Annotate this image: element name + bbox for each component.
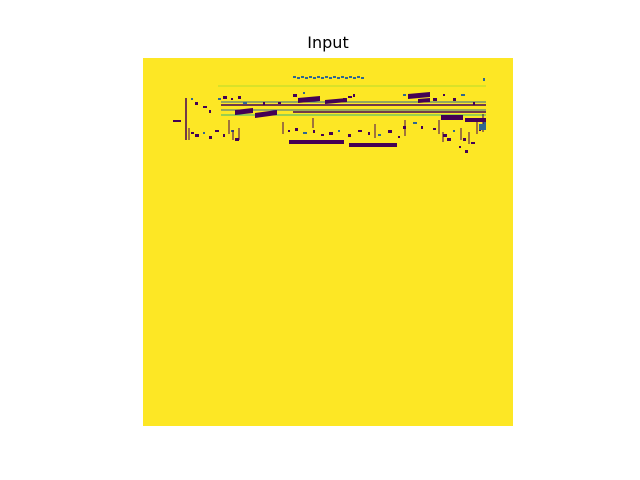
image-note-mark: [195, 102, 198, 105]
image-note-mark: [433, 98, 437, 101]
image-note-mark: [471, 142, 475, 144]
image-note-mark: [223, 96, 227, 99]
image-note-mark: [195, 134, 199, 137]
image-header-mark: [345, 77, 348, 79]
image-beam: [418, 98, 430, 103]
image-note-mark: [483, 122, 486, 124]
image-note-mark: [243, 102, 247, 104]
image-note-mark: [447, 138, 451, 141]
image-panel: [143, 58, 513, 426]
image-beam: [298, 96, 320, 103]
image-note-mark: [313, 130, 315, 133]
image-note-mark: [293, 94, 297, 97]
image-header-mark: [357, 76, 360, 78]
image-header-mark: [337, 77, 340, 79]
image-note-mark: [218, 98, 221, 100]
image-note-mark: [263, 102, 265, 105]
image-header-mark: [361, 77, 364, 79]
image-note-mark: [278, 102, 281, 104]
image-note-mark: [329, 132, 333, 135]
image-note-mark: [321, 134, 324, 136]
image-note-mark: [209, 136, 212, 139]
image-note-mark: [203, 106, 207, 108]
image-header-mark: [333, 76, 336, 78]
image-note-mark: [421, 126, 423, 129]
image-header-mark: [301, 76, 304, 78]
image-note-mark: [461, 94, 465, 96]
image-note-mark: [459, 146, 461, 148]
image-note-mark: [413, 122, 417, 124]
image-note-mark: [465, 150, 468, 153]
image-note-mark: [191, 132, 194, 134]
image-header-mark: [353, 77, 356, 79]
image-note-mark: [209, 110, 211, 113]
image-note-mark: [338, 130, 340, 132]
image-note-mark: [191, 98, 193, 100]
image-thick-bar: [349, 143, 397, 147]
image-note-mark: [238, 96, 241, 99]
image-header-mark: [313, 77, 316, 79]
binary-image: [143, 58, 513, 426]
image-note-mark: [453, 98, 456, 101]
image-note-mark: [348, 96, 352, 98]
image-header-mark: [297, 77, 300, 79]
image-note-mark: [398, 136, 400, 138]
image-note-mark: [443, 94, 445, 96]
image-note-mark: [231, 98, 233, 100]
image-header-mark: [341, 76, 344, 78]
image-note-mark: [348, 134, 351, 137]
image-note-mark: [443, 134, 447, 137]
image-beam: [408, 92, 430, 99]
image-header-mark: [305, 77, 308, 79]
image-note-mark: [388, 130, 392, 133]
image-beam: [325, 98, 347, 104]
image-note-mark: [235, 138, 239, 141]
image-beam: [255, 110, 277, 118]
image-note-mark: [473, 102, 475, 105]
image-header-mark: [317, 76, 320, 78]
figure-title: Input: [307, 33, 349, 52]
image-header-mark: [349, 76, 352, 78]
image-thick-bar: [289, 140, 344, 144]
image-note-mark: [463, 138, 466, 141]
image-note-mark: [368, 132, 370, 135]
image-note-mark: [453, 130, 455, 132]
image-note-mark: [215, 130, 219, 132]
image-background: [143, 58, 513, 426]
image-note-mark: [433, 128, 436, 130]
image-note-mark: [378, 134, 381, 136]
image-right-block: [465, 118, 485, 122]
image-header-mark: [293, 76, 296, 78]
image-bracket-mark: [173, 120, 181, 122]
image-note-mark: [353, 94, 355, 97]
image-header-mark: [309, 76, 312, 78]
image-note-mark: [343, 98, 346, 101]
image-note-mark: [223, 134, 225, 137]
image-note-mark: [403, 94, 406, 96]
image-header-mark: [325, 76, 328, 78]
image-beam: [235, 108, 253, 115]
image-header-mark: [321, 77, 324, 79]
image-header-mark: [329, 77, 332, 79]
image-note-mark: [203, 132, 205, 134]
image-note-mark: [295, 128, 298, 131]
image-beam: [441, 115, 463, 120]
image-note-mark: [303, 132, 307, 134]
image-header-mark: [483, 78, 485, 81]
image-right-block: [479, 124, 486, 130]
image-note-mark: [288, 130, 290, 132]
image-note-mark: [303, 92, 305, 94]
image-note-mark: [358, 130, 362, 132]
